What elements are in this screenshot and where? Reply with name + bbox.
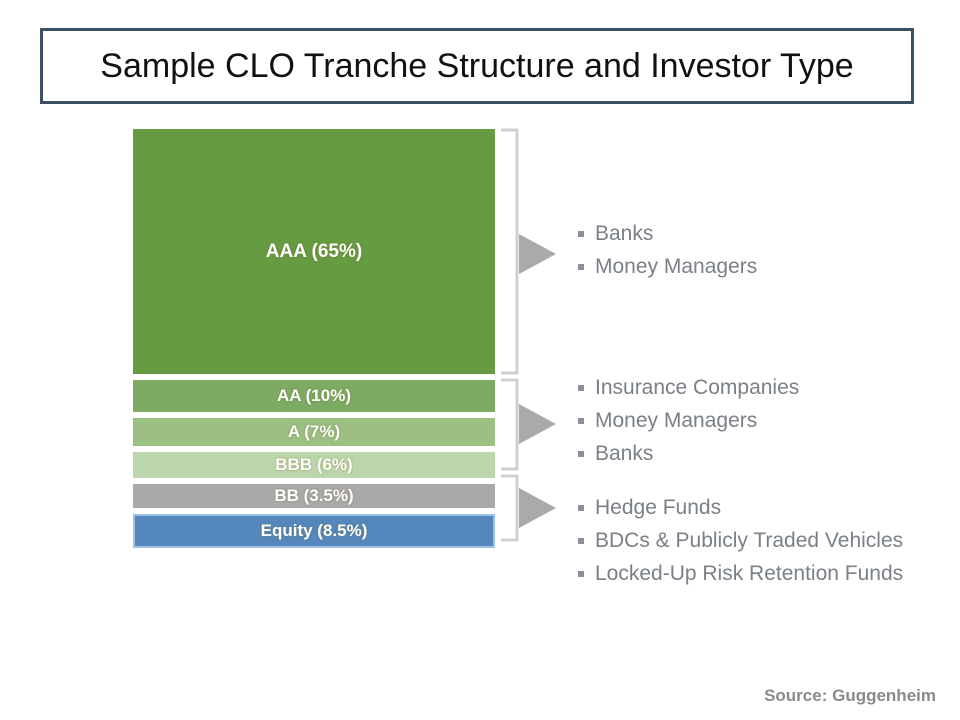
tranche-bar-bb: BB (3.5%): [133, 484, 495, 508]
bullet-square-icon: [578, 570, 584, 577]
bullet-square-icon: [578, 537, 584, 544]
investor-item: Banks: [578, 440, 908, 469]
bullet-square-icon: [578, 450, 584, 457]
tranche-bar-aaa: AAA (65%): [133, 129, 495, 374]
tranche-label-bb: BB (3.5%): [274, 486, 354, 505]
tranche-bar-aa: AA (10%): [133, 380, 495, 412]
arrow-senior-icon: [519, 234, 556, 274]
bullet-square-icon: [578, 417, 584, 424]
tranche-bar-a: A (7%): [133, 418, 495, 446]
investor-label: Banks: [595, 441, 654, 465]
investor-item: Money Managers: [578, 407, 908, 436]
investor-label: Money Managers: [595, 408, 758, 432]
bullet-square-icon: [578, 263, 584, 270]
bracket-senior: [501, 128, 519, 375]
tranche-bar-bbb: BBB (6%): [133, 452, 495, 478]
tranche-label-aa: AA (10%): [277, 386, 351, 405]
investor-item: BDCs & Publicly Traded Vehicles: [578, 527, 908, 556]
investor-label: Hedge Funds: [595, 496, 722, 519]
investor-item: Money Managers: [578, 253, 908, 282]
title-box: Sample CLO Tranche Structure and Investo…: [40, 28, 914, 104]
page-title: Sample CLO Tranche Structure and Investo…: [100, 46, 854, 85]
bullet-square-icon: [578, 505, 584, 511]
tranche-label-a: A (7%): [287, 422, 341, 441]
tranche-bar-equity: Equity (8.5%): [133, 514, 495, 548]
tranche-stack-chart: AAA (65%) AA (10%) A (7%) BBB (6%) BB (3.5%)…: [133, 129, 495, 554]
investor-item: Locked-Up Risk Retention Funds: [578, 560, 908, 589]
bullet-square-icon: [578, 231, 584, 237]
investor-label: BDCs & Publicly Traded Vehicles: [595, 528, 904, 552]
tranche-label-aaa: AAA (65%): [265, 240, 363, 262]
source-note: Source: Guggenheim: [764, 686, 936, 705]
investor-item: Insurance Companies: [578, 374, 908, 403]
investor-label: Money Managers: [595, 254, 758, 278]
investor-item: Banks: [578, 220, 908, 249]
bracket-junior: [501, 474, 519, 542]
investor-label: Insurance Companies: [595, 376, 800, 399]
tranche-label-equity: Equity (8.5%): [260, 521, 368, 540]
investor-label: Locked-Up Risk Retention Funds: [595, 561, 904, 585]
bracket-mezzanine: [501, 378, 519, 471]
investor-item: Hedge Funds: [578, 494, 908, 523]
arrow-mezzanine-icon: [519, 404, 556, 444]
tranche-label-bbb: BBB (6%): [275, 455, 353, 474]
investor-label: Banks: [595, 222, 654, 245]
bullet-square-icon: [578, 385, 584, 391]
arrow-junior-icon: [519, 488, 556, 528]
